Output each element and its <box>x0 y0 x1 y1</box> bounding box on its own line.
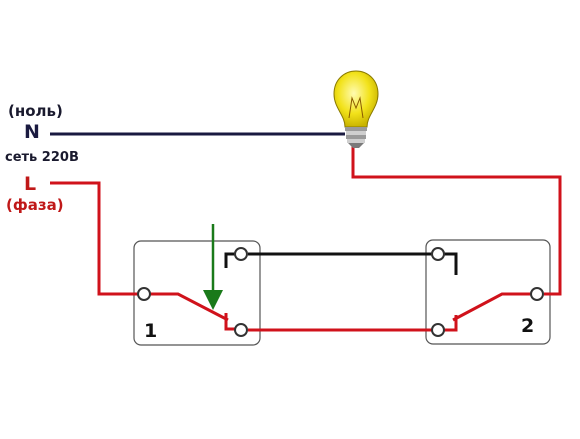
switch-2-lower-terminal <box>431 323 445 337</box>
neutral-note-label: (ноль) <box>8 102 63 120</box>
phase-letter-label: L <box>24 173 37 195</box>
switch-1-number: 1 <box>144 320 158 342</box>
switch-1-common-terminal <box>137 287 151 301</box>
switch-1-contact <box>224 313 236 331</box>
mains-voltage-label: сеть 220В <box>5 150 79 165</box>
switch-2-upper-contact <box>444 252 458 275</box>
light-bulb-icon <box>333 70 379 148</box>
switch-1-lever <box>150 292 229 322</box>
phase-note-label: (фаза) <box>6 196 64 214</box>
switch-2-lever <box>452 292 531 322</box>
switch-1-upper-contact <box>224 252 235 268</box>
lamp-feed-wire <box>351 146 562 296</box>
switch-2-upper-terminal <box>431 247 445 261</box>
switch-1-lower-terminal <box>234 323 248 337</box>
neutral-letter-label: N <box>24 121 40 143</box>
phase-wire-to-switch-1 <box>50 181 143 296</box>
switch-2-number: 2 <box>521 315 535 337</box>
down-arrow-icon <box>203 224 223 310</box>
switch-2-common-terminal <box>530 287 544 301</box>
switch-1-upper-terminal <box>234 247 248 261</box>
